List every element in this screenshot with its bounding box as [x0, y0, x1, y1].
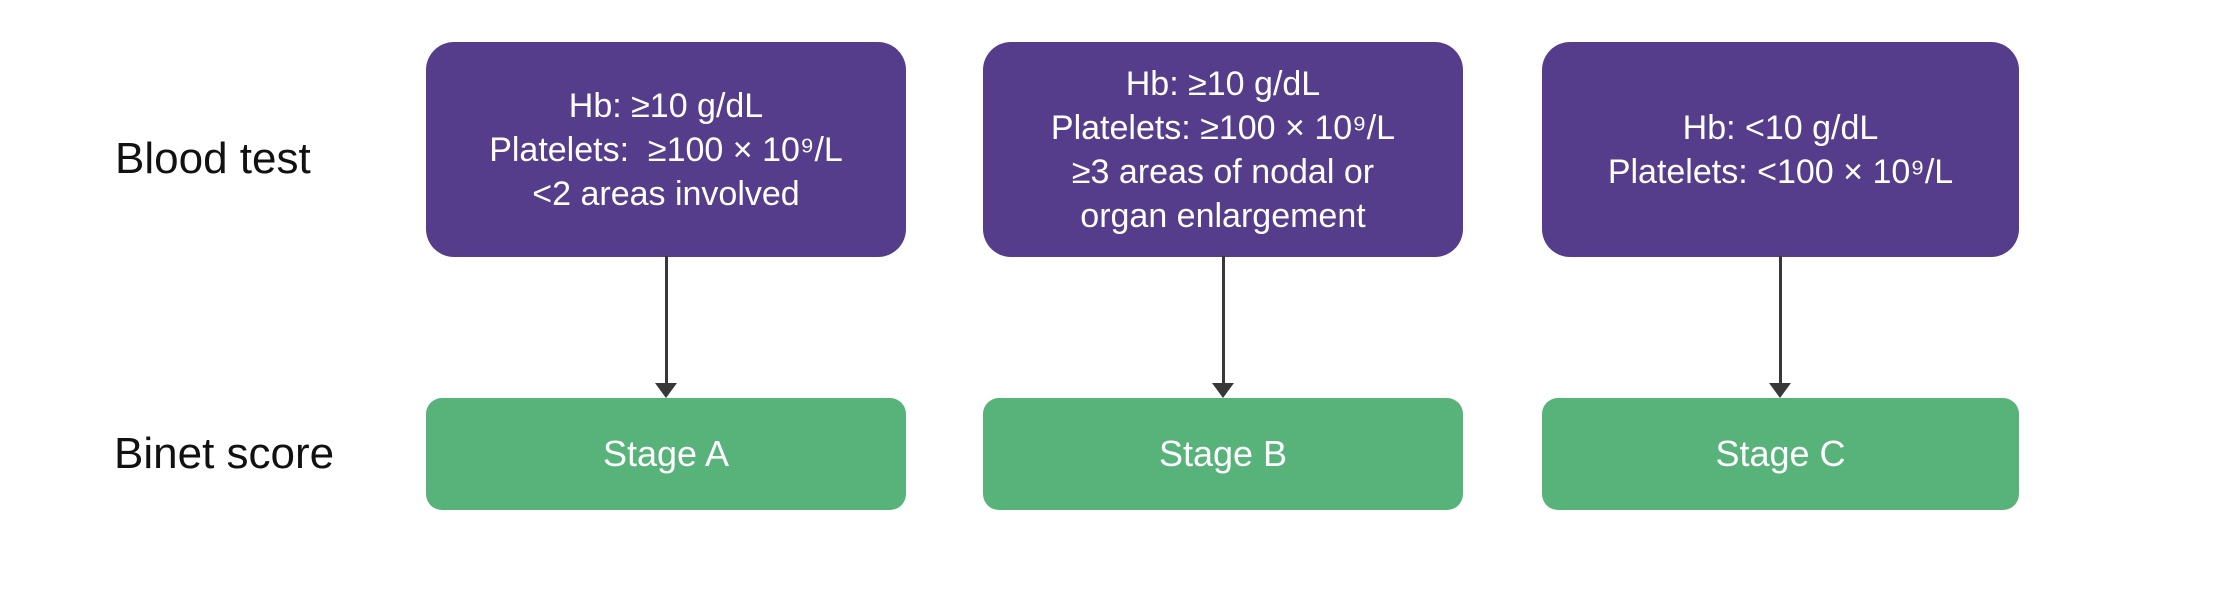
- arrow-head: [655, 383, 677, 398]
- stage-label-a: Stage A: [602, 433, 730, 474]
- stage-box-a: Stage A: [426, 398, 906, 510]
- arrow-down-icon: [1211, 256, 1235, 398]
- criteria-text-stage-b: Hb: ≥10 g/dL Platelets: ≥100 × 10⁹/L ≥3 …: [1050, 64, 1396, 235]
- arrow-line: [664, 256, 668, 385]
- arrow-down-icon: [1768, 256, 1792, 398]
- criteria-box-stage-c: Hb: <10 g/dL Platelets: <100 × 10⁹/L: [1542, 42, 2019, 257]
- arrow-down-icon: [654, 256, 678, 398]
- criteria-box-stage-a: Hb: ≥10 g/dL Platelets: ≥100 × 10⁹/L <2 …: [426, 42, 906, 257]
- row-label-blood-test: Blood test: [115, 134, 311, 183]
- arrow-head: [1212, 383, 1234, 398]
- stage-box-b: Stage B: [983, 398, 1463, 510]
- stage-box-c: Stage C: [1542, 398, 2019, 510]
- arrow-line: [1221, 256, 1225, 385]
- arrow-line: [1778, 256, 1782, 385]
- row-label-binet-score: Binet score: [114, 429, 335, 478]
- criteria-text-stage-c: Hb: <10 g/dL Platelets: <100 × 10⁹/L: [1607, 108, 1954, 191]
- stage-label-c: Stage C: [1715, 433, 1846, 474]
- arrow-head: [1769, 383, 1791, 398]
- criteria-box-stage-b: Hb: ≥10 g/dL Platelets: ≥100 × 10⁹/L ≥3 …: [983, 42, 1463, 257]
- criteria-text-stage-a: Hb: ≥10 g/dL Platelets: ≥100 × 10⁹/L <2 …: [489, 86, 843, 213]
- stage-label-b: Stage B: [1158, 433, 1288, 474]
